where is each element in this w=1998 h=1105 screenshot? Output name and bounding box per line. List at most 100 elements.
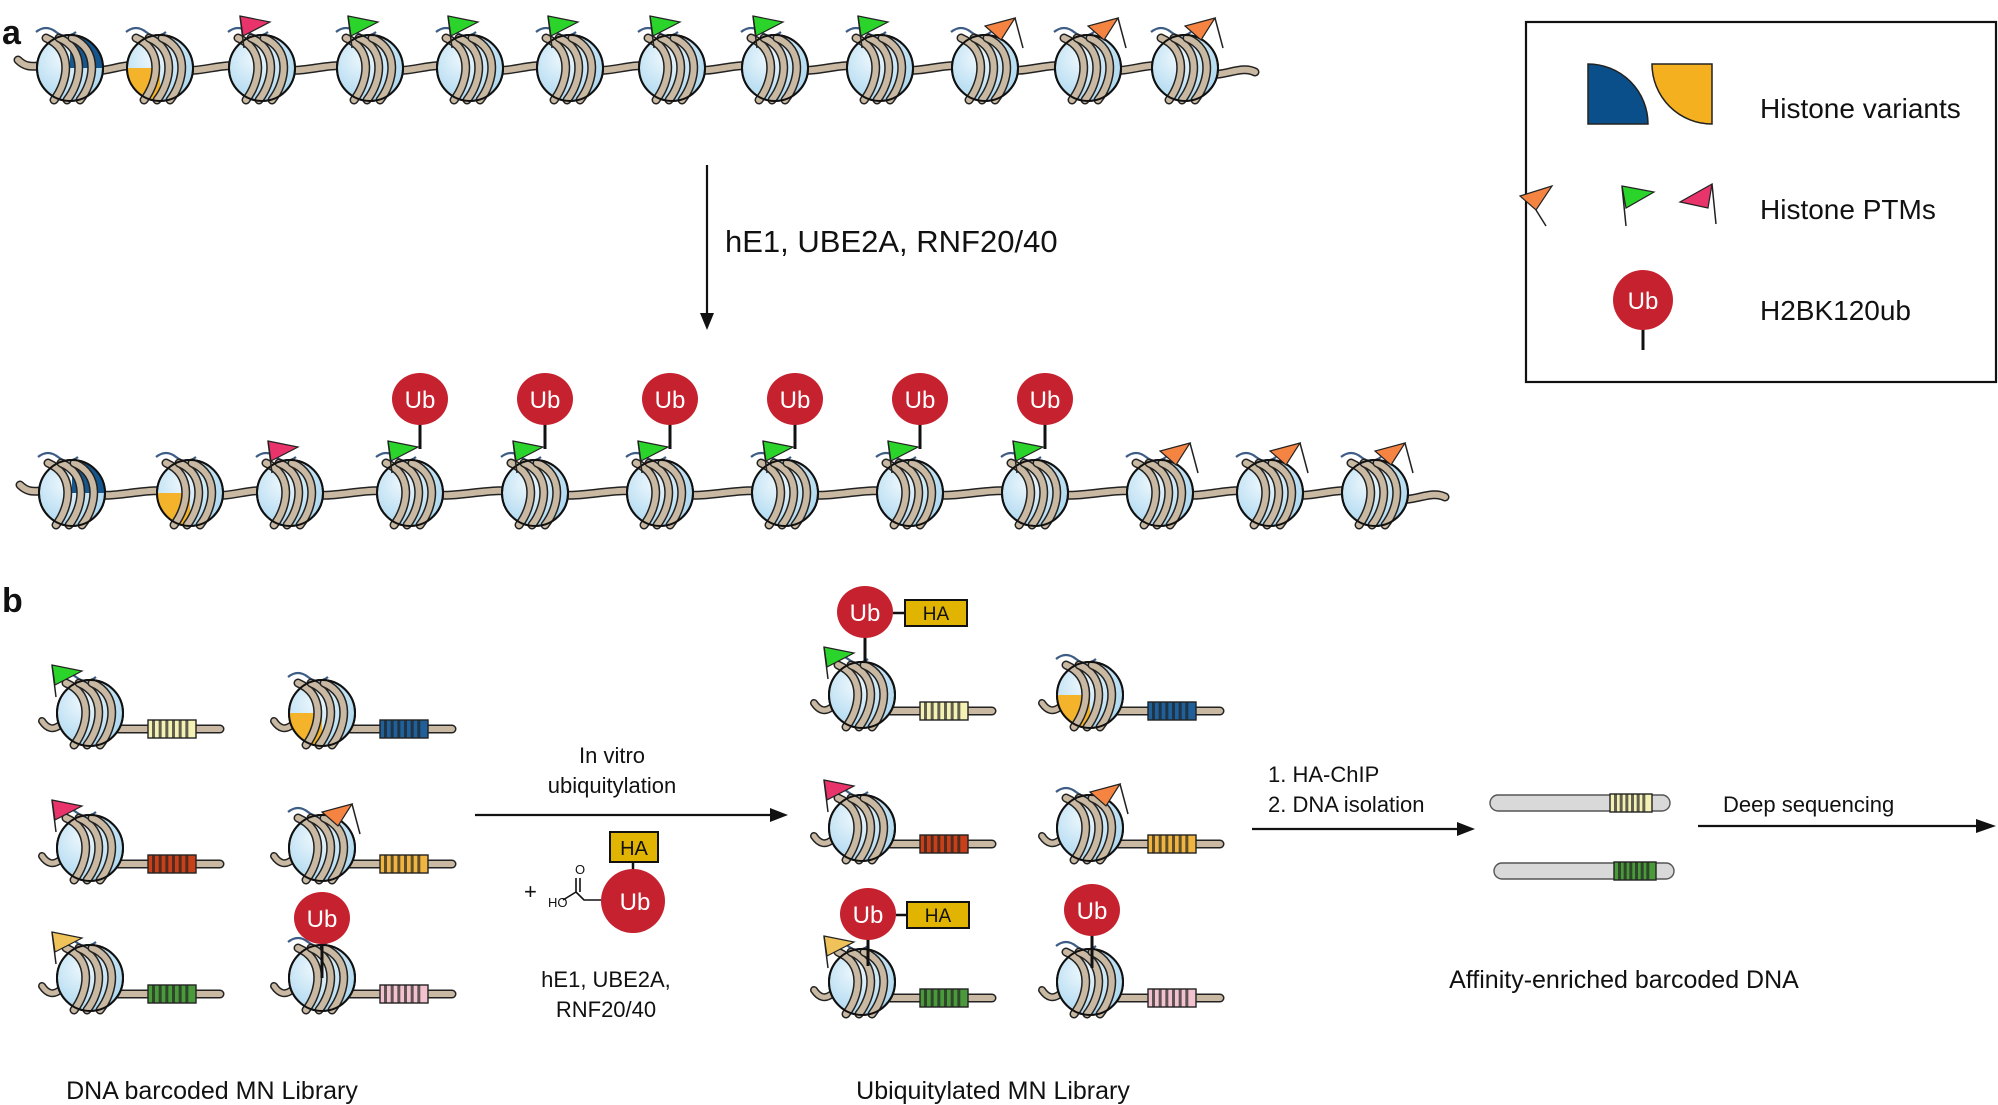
ptm-flag-icon xyxy=(823,646,856,680)
legend-ptms-label: Histone PTMs xyxy=(1760,194,1936,225)
panel-a-reaction-arrow xyxy=(700,165,714,330)
ub-label: Ub xyxy=(905,387,936,414)
nucleosome-icon xyxy=(287,806,356,885)
nucleosome-icon xyxy=(750,451,819,530)
nucleosome-icon xyxy=(827,940,896,1019)
legend-variants-label: Histone variants xyxy=(1760,93,1961,124)
histone-variants-icon xyxy=(1587,63,1713,125)
nucleosome-icon xyxy=(155,451,224,530)
library-label: DNA barcoded MN Library xyxy=(66,1077,358,1105)
ub-label: Ub xyxy=(1030,387,1061,414)
ptm-flag-icon xyxy=(512,440,545,474)
ptm-flag-icon xyxy=(1158,442,1199,474)
ptm-flag-icon xyxy=(1086,17,1127,49)
ptm-flag-icon xyxy=(752,15,785,49)
ha-tag: HA xyxy=(904,599,968,627)
nucleosome-icon xyxy=(227,26,296,105)
dna-barcode xyxy=(919,988,969,1008)
ub-label: Ub xyxy=(530,387,561,414)
nucleosome-icon xyxy=(435,26,504,105)
ptm-flag-icon xyxy=(1183,17,1224,49)
nucleosome-icon xyxy=(535,26,604,105)
panel-b-letter: b xyxy=(2,582,23,620)
nucleosome-icon xyxy=(950,26,1019,105)
nucleosome-icon xyxy=(55,806,124,885)
ub-label: Ub xyxy=(850,600,881,627)
ptm-flag-icon xyxy=(51,799,84,833)
ptm-flag-icon xyxy=(637,440,670,474)
ptm-flag-icon xyxy=(1268,442,1309,474)
nucleosome-icon xyxy=(827,653,896,732)
nucleosome-icon xyxy=(35,26,104,105)
ptm-flag-icon xyxy=(347,15,380,49)
ptm-flag-icon xyxy=(983,17,1024,49)
chip-arrow xyxy=(1252,822,1475,836)
dna-barcode xyxy=(1147,988,1197,1008)
reaction-arrow xyxy=(475,808,788,822)
nucleosome-icon xyxy=(1150,26,1219,105)
legend-box: Histone variants Histone PTMs Ub H2BK120… xyxy=(1518,20,1998,384)
ub-library-label: Ubiquitylated MN Library xyxy=(856,1077,1130,1105)
nucleosome-icon xyxy=(845,26,914,105)
ubiquitin-icon xyxy=(1613,270,1673,350)
nucleosome-icon xyxy=(375,451,444,530)
ubiquitin-icon: Ub xyxy=(840,888,896,966)
ha-label: HA xyxy=(925,906,952,927)
dna-barcode xyxy=(147,719,197,739)
panel-a-top-chromatin-fiber xyxy=(13,15,1260,105)
nucleosome-icon xyxy=(1055,653,1124,732)
ptm-flag-icon xyxy=(823,935,856,969)
sequencing-label: Deep sequencing xyxy=(1723,792,1894,817)
nucleosome-icon xyxy=(827,786,896,865)
dna-barcode xyxy=(1147,834,1197,854)
ubiquitin-icon: Ub xyxy=(892,373,948,449)
legend-ub-text: Ub xyxy=(1628,288,1659,315)
nucleosome-icon xyxy=(287,671,356,750)
dna-barcode xyxy=(919,834,969,854)
ptm-flag-icon xyxy=(267,440,300,474)
dna-barcode xyxy=(1147,701,1197,721)
reagent-ho: HO xyxy=(548,895,568,910)
legend-ub-label: H2BK120ub xyxy=(1760,295,1911,326)
nucleosome-icon xyxy=(1125,451,1194,530)
histone-ptms-icon xyxy=(1518,182,1717,227)
nucleosome-icon xyxy=(1055,940,1124,1019)
ubiquitin-icon: Ub xyxy=(1064,884,1120,968)
ubiquitin-icon: Ub xyxy=(837,586,893,662)
ptm-flag-icon xyxy=(547,15,580,49)
nucleosome-icon xyxy=(125,26,194,105)
ptm-flag-icon xyxy=(887,440,920,474)
ptm-flag-icon xyxy=(1373,442,1414,474)
dna-barcode xyxy=(379,719,429,739)
nucleosome-icon xyxy=(1055,786,1124,865)
nucleosome-icon xyxy=(875,451,944,530)
ubiquitin-icon: Ub xyxy=(642,373,698,449)
ptm-flag-icon xyxy=(649,15,682,49)
dna-barcode xyxy=(1609,793,1653,813)
ptm-flag-icon xyxy=(857,15,890,49)
sequencing-arrow xyxy=(1698,819,1996,833)
enzymes-line2: RNF20/40 xyxy=(556,997,656,1022)
ubiquitin-icon: Ub xyxy=(767,373,823,449)
enriched-label: Affinity-enriched barcoded DNA xyxy=(1449,966,1799,994)
dna-barcode xyxy=(1613,861,1657,881)
ptm-flag-icon xyxy=(1088,783,1129,815)
nucleosome-icon xyxy=(637,26,706,105)
dna-barcode xyxy=(379,854,429,874)
nucleosome-icon xyxy=(500,451,569,530)
nucleosome-icon xyxy=(1053,26,1122,105)
ptm-flag-icon xyxy=(823,779,856,813)
reagent-ha-text: HA xyxy=(620,838,648,860)
panel-a-arrow-label: hE1, UBE2A, RNF20/40 xyxy=(725,224,1058,259)
ubiquitin-icon: Ub xyxy=(517,373,573,449)
dna-barcoded-mn-library: Ub xyxy=(38,664,457,1015)
enzymes-line1: hE1, UBE2A, xyxy=(541,967,671,992)
ub-label: Ub xyxy=(1077,898,1108,925)
ptm-flag-icon xyxy=(320,803,361,835)
reagent-ub-text: Ub xyxy=(620,889,651,916)
reagent-o: O xyxy=(575,862,585,877)
ptm-flag-icon xyxy=(51,664,84,698)
chip-step2: 2. DNA isolation xyxy=(1268,792,1425,817)
